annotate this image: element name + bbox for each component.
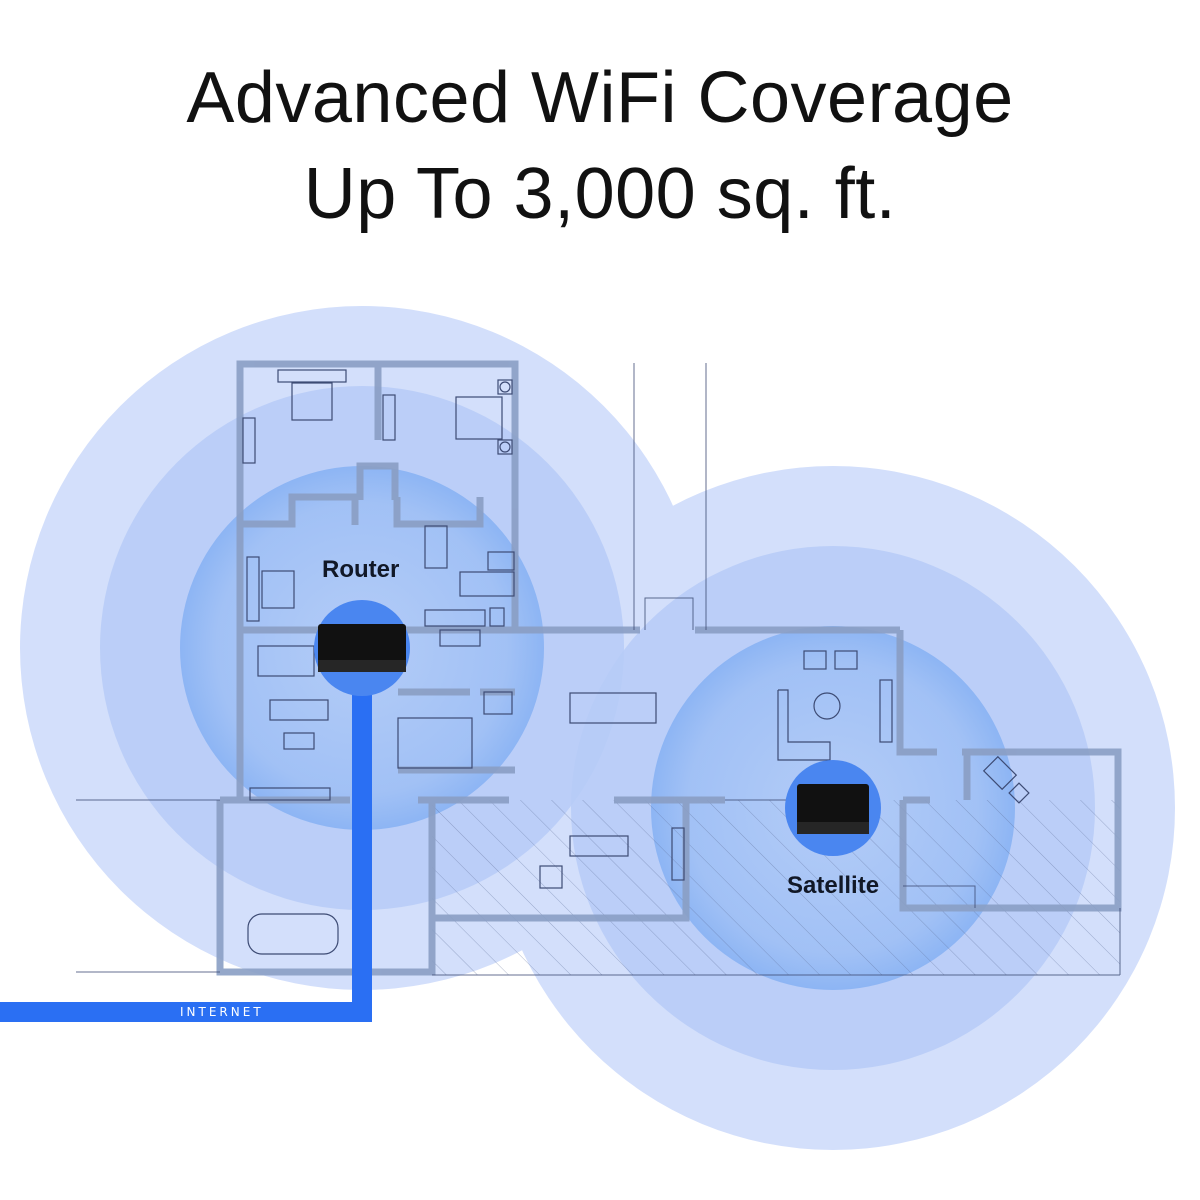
satellite-label: Satellite [787, 872, 880, 899]
router-label: Router [322, 556, 400, 583]
headline-line-2: Up To 3,000 sq. ft. [303, 154, 897, 234]
router-device [314, 600, 410, 696]
thin-lines [76, 363, 1121, 976]
internet-cable [0, 680, 372, 1022]
satellite-device [785, 760, 881, 856]
internet-label: INTERNET [180, 1005, 264, 1019]
patio-hatch [432, 800, 1120, 975]
headline-line-1: Advanced WiFi Coverage [186, 58, 1014, 138]
furniture [242, 369, 1030, 955]
